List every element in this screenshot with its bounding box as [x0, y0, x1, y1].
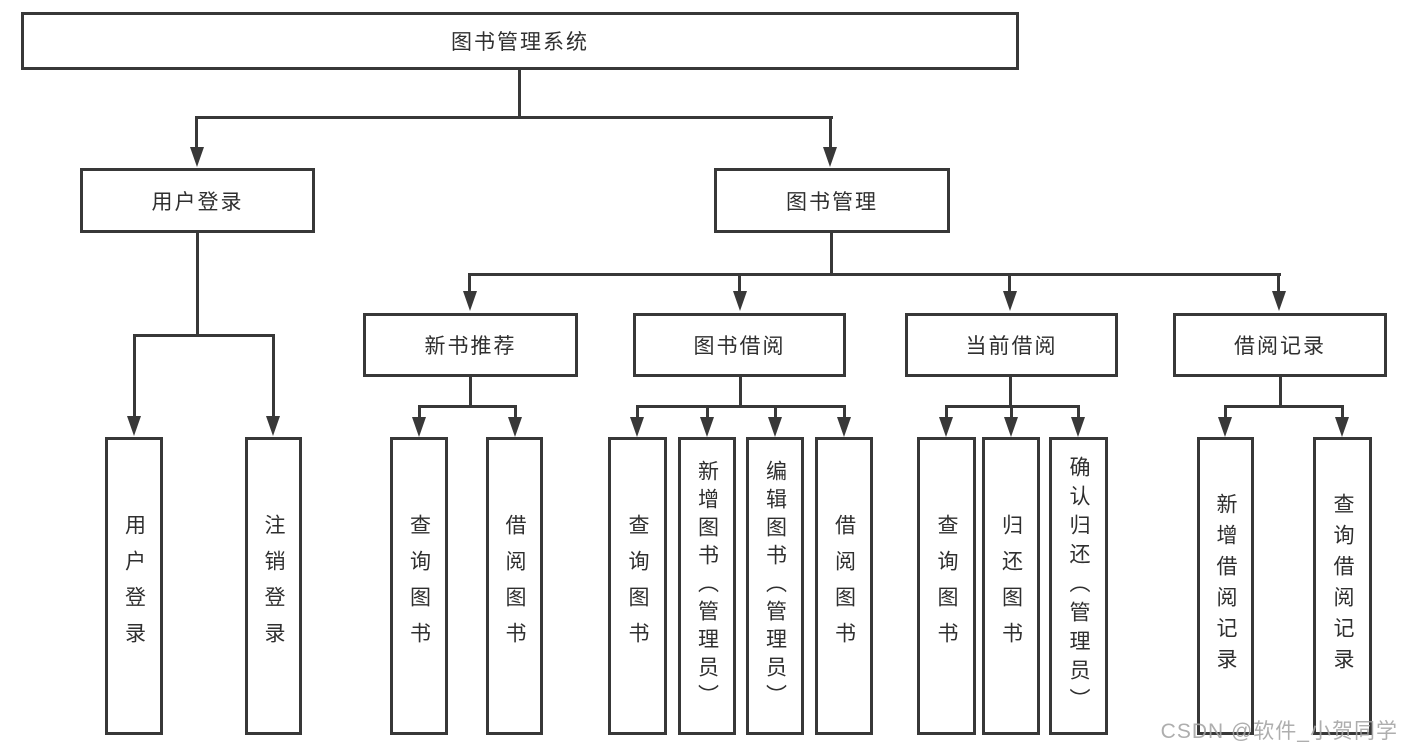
leaf-confirm-return-admin: 确认归还（管理员）: [1049, 437, 1108, 735]
arrowhead-g4-c2: [1004, 417, 1018, 437]
connector-g4-stem: [1009, 375, 1012, 408]
leaf-add-book-admin-label: 新增图书（管理员）: [695, 460, 719, 712]
connector-level3-bar: [469, 273, 1281, 276]
arrowhead-g3-c3: [768, 417, 782, 437]
connector-g5-bar: [1224, 405, 1344, 408]
node-root-label: 图书管理系统: [451, 31, 589, 54]
connector-stem-new-book: [468, 273, 471, 293]
connector-root-stem: [518, 70, 521, 117]
leaf-logout: 注销登录: [245, 437, 302, 735]
leaf-rec-query-book-label: 查询图书: [407, 514, 431, 658]
arrowhead-g4-c1: [939, 417, 953, 437]
node-book-management: 图书管理: [714, 168, 950, 233]
connector-g2-c1-stem: [418, 405, 421, 419]
leaf-borrow-query-book-label: 查询图书: [626, 514, 650, 658]
leaf-return-book: 归还图书: [982, 437, 1040, 735]
connector-level2-bar: [196, 116, 833, 119]
node-current-borrowing: 当前借阅: [905, 313, 1118, 377]
leaf-rec-borrow-book-label: 借阅图书: [503, 514, 527, 658]
connector-stem-user-login: [195, 116, 198, 148]
arrowhead-login: [127, 416, 141, 436]
connector-g3-c4-stem: [843, 405, 846, 419]
node-book-borrowing-label: 图书借阅: [693, 335, 786, 358]
arrowhead-g3-c4: [837, 417, 851, 437]
leaf-rec-query-book: 查询图书: [390, 437, 448, 735]
connector-g3-c2-stem: [706, 405, 709, 419]
connector-stem-record: [1277, 273, 1280, 293]
connector-g4-c3-stem: [1077, 405, 1080, 419]
leaf-user-login-label: 用户登录: [122, 514, 146, 658]
leaf-borrow-query-book: 查询图书: [608, 437, 667, 735]
arrowhead-record: [1272, 291, 1286, 311]
arrowhead-logout: [266, 416, 280, 436]
connector-stem-logout: [272, 334, 275, 418]
node-borrow-records: 借阅记录: [1173, 313, 1387, 377]
connector-g3-stem: [739, 375, 742, 408]
node-borrow-records-label: 借阅记录: [1234, 335, 1326, 358]
leaf-query-borrow-record: 查询借阅记录: [1313, 437, 1372, 735]
node-root: 图书管理系统: [21, 12, 1019, 70]
node-new-book-recommend: 新书推荐: [363, 313, 578, 377]
leaf-borrow-book-label: 借阅图书: [832, 514, 856, 658]
connector-g3-c3-stem: [774, 405, 777, 419]
connector-user-login-stem: [196, 231, 199, 336]
connector-stem-borrow: [738, 273, 741, 293]
leaf-edit-book-admin: 编辑图书（管理员）: [746, 437, 804, 735]
connector-g5-stem: [1279, 375, 1282, 408]
arrowhead-g5-c2: [1335, 417, 1349, 437]
arrowhead-g5-c1: [1218, 417, 1232, 437]
leaf-confirm-return-admin-label: 确认归还（管理员）: [1067, 455, 1091, 717]
arrowhead-g2-c2: [508, 417, 522, 437]
leaf-add-book-admin: 新增图书（管理员）: [678, 437, 736, 735]
connector-g5-c2-stem: [1341, 405, 1344, 419]
leaf-edit-book-admin-label: 编辑图书（管理员）: [763, 460, 787, 712]
connector-g3-bar: [636, 405, 846, 408]
connector-g2-c2-stem: [514, 405, 517, 419]
connector-stem-login: [133, 334, 136, 418]
arrowhead-book-mgmt: [823, 147, 837, 167]
connector-g4-c1-stem: [945, 405, 948, 419]
arrowhead-current: [1003, 291, 1017, 311]
node-book-borrowing: 图书借阅: [633, 313, 846, 377]
leaf-add-borrow-record-label: 新增借阅记录: [1214, 493, 1238, 679]
leaf-rec-borrow-book: 借阅图书: [486, 437, 543, 735]
arrowhead-g3-c2: [700, 417, 714, 437]
connector-stem-current: [1008, 273, 1011, 293]
connector-g3-c1-stem: [636, 405, 639, 419]
connector-book-mgmt-stem: [830, 231, 833, 276]
leaf-cur-query-book: 查询图书: [917, 437, 976, 735]
node-new-book-recommend-label: 新书推荐: [424, 335, 517, 358]
leaf-logout-label: 注销登录: [262, 514, 286, 658]
arrowhead-g4-c3: [1071, 417, 1085, 437]
csdn-watermark: CSDN @软件_小贺同学: [1160, 720, 1398, 743]
connector-g2-stem: [469, 375, 472, 408]
leaf-user-login: 用户登录: [105, 437, 163, 735]
arrowhead-borrow: [733, 291, 747, 311]
leaf-cur-query-book-label: 查询图书: [935, 514, 959, 658]
connector-user-login-bar: [133, 334, 275, 337]
node-current-borrowing-label: 当前借阅: [965, 335, 1058, 358]
arrowhead-user-login: [190, 147, 204, 167]
connector-g4-c2-stem: [1010, 405, 1013, 419]
node-user-login-label: 用户登录: [151, 190, 244, 214]
connector-g2-bar: [418, 405, 517, 408]
node-book-management-label: 图书管理: [786, 190, 878, 214]
arrowhead-g3-c1: [630, 417, 644, 437]
connector-g5-c1-stem: [1224, 405, 1227, 419]
leaf-add-borrow-record: 新增借阅记录: [1197, 437, 1254, 735]
leaf-borrow-book: 借阅图书: [815, 437, 873, 735]
arrowhead-g2-c1: [412, 417, 426, 437]
arrowhead-new-book: [463, 291, 477, 311]
node-user-login: 用户登录: [80, 168, 315, 233]
leaf-query-borrow-record-label: 查询借阅记录: [1331, 493, 1355, 679]
leaf-return-book-label: 归还图书: [999, 514, 1023, 658]
connector-stem-book-mgmt: [829, 116, 832, 148]
